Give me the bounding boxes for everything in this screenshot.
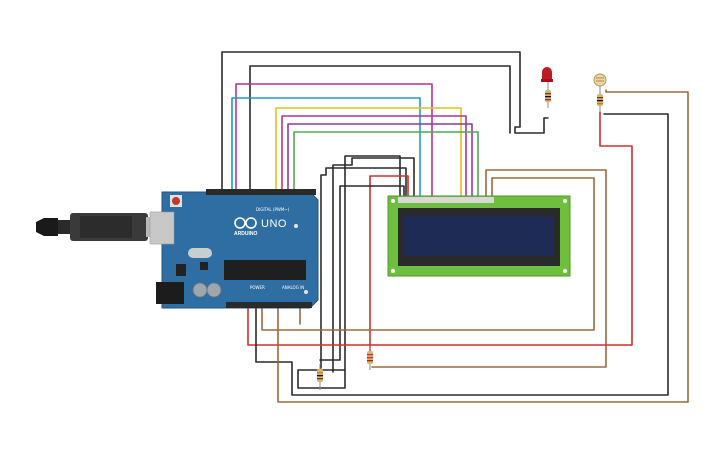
lcd-hole-1 <box>391 199 395 203</box>
lcd-hole-3 <box>391 269 395 273</box>
board-pcb <box>161 191 319 309</box>
wire-red-lcd[interactable] <box>369 175 409 353</box>
wire-cyan[interactable] <box>231 97 421 197</box>
wire-black-gnd[interactable] <box>255 113 669 396</box>
resistor-contrast[interactable] <box>317 364 323 390</box>
resistor-led[interactable] <box>545 86 551 108</box>
wire-magenta-1[interactable] <box>235 83 433 197</box>
wire-magenta-2[interactable] <box>281 115 467 197</box>
red-led[interactable] <box>541 67 553 88</box>
wire-black-top-loop-2[interactable] <box>249 65 511 193</box>
digital-header-label: DIGITAL (PWM~) <box>256 207 290 212</box>
atmega-chip <box>224 260 306 280</box>
wire-black-lcd-4[interactable] <box>319 185 405 361</box>
wire-black-lcd-3[interactable] <box>320 167 407 369</box>
power-header-label: POWER <box>250 285 265 290</box>
usb-plug-tip <box>36 218 58 236</box>
arduino-logo-icon <box>234 217 257 229</box>
wire-yellow[interactable] <box>275 107 462 197</box>
wire-brown-a0[interactable] <box>277 89 689 403</box>
lcd-header[interactable] <box>398 197 494 203</box>
resistor-ldr[interactable] <box>597 86 603 112</box>
lcd-screen <box>404 216 554 256</box>
board-usb-port <box>149 211 175 245</box>
crystal <box>188 248 212 258</box>
wire-black-top-loop[interactable] <box>221 51 549 193</box>
wire-purple[interactable] <box>287 123 473 197</box>
usb-connector-grip <box>80 216 132 238</box>
lcd-16x2[interactable] <box>387 195 571 277</box>
wire-green[interactable] <box>293 131 479 197</box>
lcd-hole-4 <box>563 269 567 273</box>
ldr-body <box>593 73 607 87</box>
board-model-label: UNO <box>261 218 287 230</box>
usb-cable <box>36 213 166 241</box>
arduino-uno[interactable]: UNO ARDUINO DIGITAL (PWM~) POWER ANALOG … <box>149 189 319 309</box>
ldr-track <box>596 77 604 82</box>
wire-red-5v[interactable] <box>247 111 633 346</box>
power-jack <box>156 282 184 304</box>
analog-header-label: ANALOG IN <box>282 285 304 290</box>
reset-button-cap[interactable] <box>172 197 180 205</box>
digital-header[interactable] <box>206 189 316 195</box>
power-analog-header[interactable] <box>226 302 312 308</box>
photoresistor[interactable] <box>593 73 607 87</box>
mount-hole-1 <box>294 224 298 228</box>
small-chip <box>200 262 208 270</box>
led-rim <box>541 79 553 82</box>
voltage-regulator <box>176 264 186 276</box>
capacitor-1 <box>192 282 208 298</box>
lcd-hole-2 <box>563 199 567 203</box>
wire-black-lcd-2[interactable] <box>332 157 415 373</box>
led-body <box>542 67 552 80</box>
capacitor-2 <box>206 282 222 298</box>
resistor-lcd-backlight[interactable] <box>367 346 373 370</box>
wires <box>221 51 689 403</box>
wire-brown-lcd-right[interactable] <box>371 169 607 368</box>
mount-hole-2 <box>304 290 308 294</box>
board-brand-label: ARDUINO <box>234 231 257 237</box>
usb-cable-body <box>58 220 72 234</box>
wire-brown-lcd-right-2[interactable] <box>261 177 595 331</box>
